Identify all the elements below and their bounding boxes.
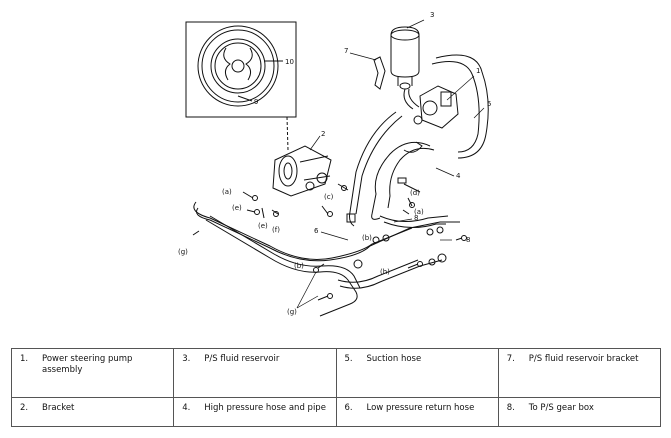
callout-3: 3 <box>430 11 434 19</box>
callout-g-2: (g) <box>287 308 297 316</box>
hydraulic-pipes <box>193 201 460 317</box>
legend-number: 2. <box>11 396 36 428</box>
legend-label: P/S fluid reservoir bracket <box>522 348 661 398</box>
callout-c: (c) <box>324 193 334 201</box>
legend-row: 1. Power steering pump assembly 3. P/S f… <box>11 348 661 398</box>
pulley-drawing <box>197 25 279 107</box>
callout-d: (d) <box>410 189 420 197</box>
callout-1: 1 <box>476 67 480 75</box>
legend-label: Bracket <box>36 396 175 428</box>
legend-row: 2. Bracket 4. High pressure hose and pip… <box>11 396 661 428</box>
legend-number: 4. <box>173 396 199 428</box>
legend-label: Low pressure return hose <box>360 396 499 428</box>
legend-number: 5. <box>335 348 361 398</box>
legend-number: 6. <box>335 396 361 428</box>
callout-8-gearbox: 8 <box>466 236 470 244</box>
parts-legend-table: 1. Power steering pump assembly 3. P/S f… <box>11 348 661 428</box>
legend-number: 7. <box>497 348 523 398</box>
callout-g-1: (g) <box>178 248 188 256</box>
high-pressure-hose <box>371 141 435 220</box>
callout-6: 6 <box>314 227 319 235</box>
callout-h: (h) <box>380 268 390 276</box>
power-steering-exploded-diagram: 3 7 1 5 10 9 2 4 6 8 8 (a) (e) (f) (c) (… <box>178 11 491 317</box>
callout-8: 8 <box>414 214 418 222</box>
callout-a-2: (a) <box>414 208 424 216</box>
callout-9: 9 <box>254 98 258 106</box>
callout-7: 7 <box>344 47 348 55</box>
callout-5: 5 <box>487 100 491 108</box>
callout-b-2: (b) <box>294 262 304 270</box>
legend-label: To P/S gear box <box>522 396 661 428</box>
callout-10: 10 <box>285 58 294 66</box>
pump-bracket <box>272 145 332 197</box>
callout-4: 4 <box>456 172 461 180</box>
callout-e-2: (e) <box>258 222 268 230</box>
pulley-detail-inset <box>185 21 297 118</box>
suction-hose <box>431 54 489 159</box>
legend-number: 1. <box>11 348 36 398</box>
legend-label: High pressure hose and pipe <box>198 396 337 428</box>
legend-label: Suction hose <box>360 348 499 398</box>
reservoir-bracket <box>373 56 386 90</box>
legend-number: 8. <box>497 396 523 428</box>
callout-b-1: (b) <box>362 234 372 242</box>
callout-a-1: (a) <box>222 188 232 196</box>
callout-f: (f) <box>272 226 280 234</box>
bolts <box>192 183 467 301</box>
legend-label: Power steering pump assembly <box>36 348 175 398</box>
power-steering-pump <box>413 85 459 129</box>
return-hose <box>349 111 403 227</box>
fluid-reservoir <box>390 26 420 90</box>
callout-e-1: (e) <box>232 204 242 212</box>
legend-label: P/S fluid reservoir <box>198 348 337 398</box>
callout-2: 2 <box>321 130 325 138</box>
legend-number: 3. <box>173 348 199 398</box>
